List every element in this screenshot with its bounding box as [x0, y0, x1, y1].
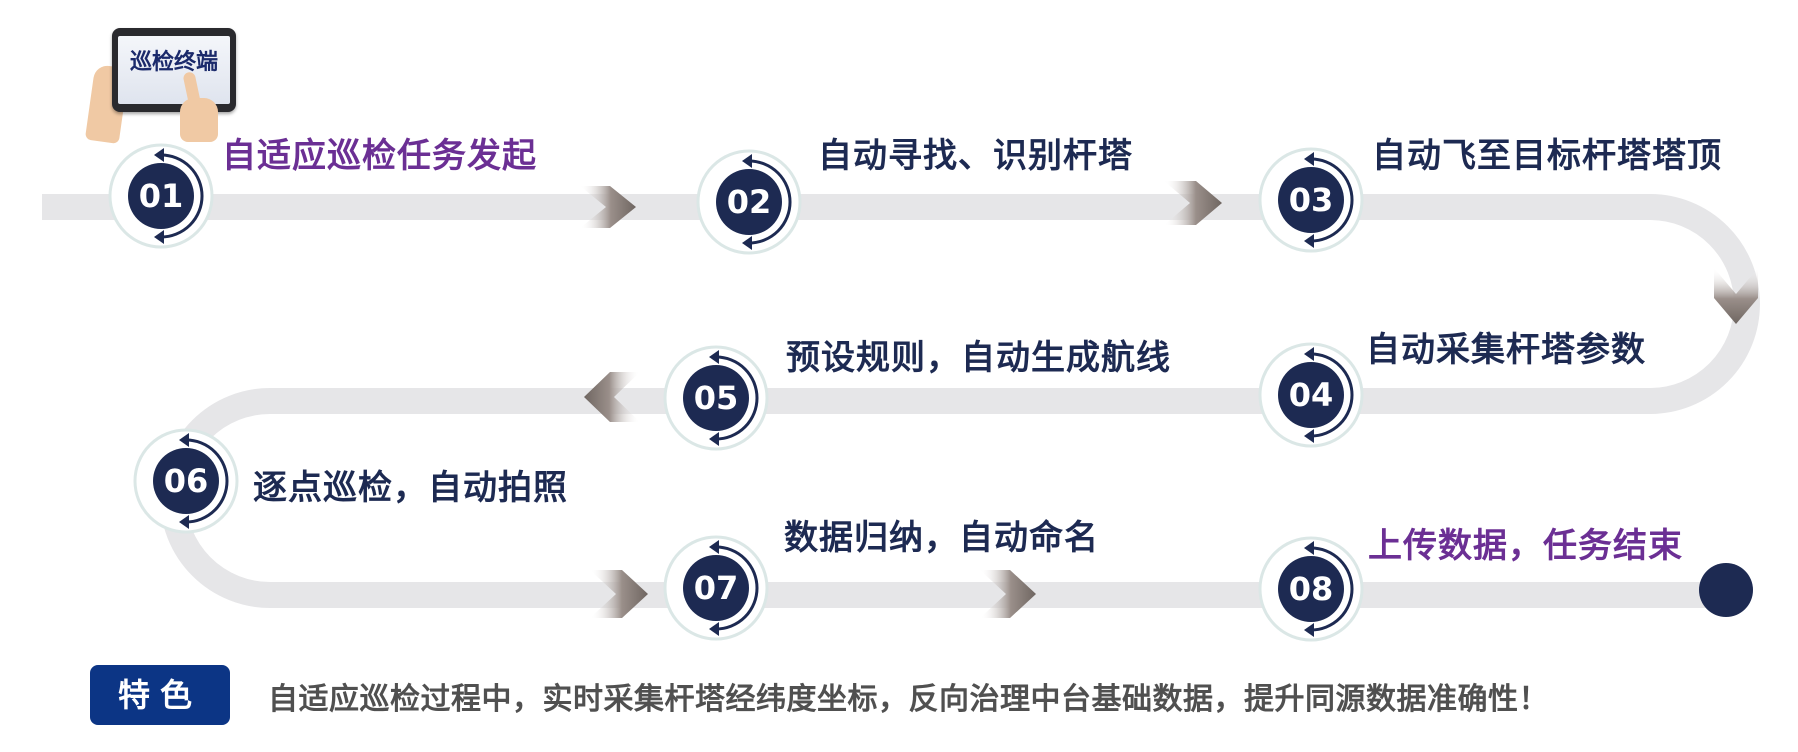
step-label-04: 自动采集杆塔参数 — [1366, 330, 1646, 370]
chevron-down-icon — [1714, 268, 1758, 324]
step-label-03: 自动飞至目标杆塔塔顶 — [1372, 136, 1722, 176]
step-number-06: 06 — [163, 462, 209, 500]
step-badge-06 — [133, 428, 239, 534]
step-number-04: 04 — [1288, 376, 1334, 414]
step-label-08: 上传数据，任务结束 — [1368, 526, 1683, 566]
chevron-right-icon — [1164, 181, 1222, 225]
track-path — [42, 194, 1760, 608]
step-badge-01 — [108, 143, 214, 249]
step-label-01: 自适应巡检任务发起 — [222, 136, 537, 176]
step-badge-02 — [696, 149, 802, 255]
tablet-screen: 巡检终端 — [118, 36, 230, 104]
step-number-03: 03 — [1288, 181, 1334, 219]
step-badge-05 — [663, 345, 769, 451]
step-number-05: 05 — [693, 379, 739, 417]
feature-tag: 特色 — [90, 665, 230, 725]
right-hand — [180, 98, 218, 142]
step-number-07: 07 — [693, 569, 739, 607]
chevron-right-icon — [980, 570, 1036, 618]
chevron-right-icon — [580, 186, 636, 228]
step-badge-08 — [1258, 536, 1364, 642]
chevron-left-icon — [584, 372, 640, 422]
step-label-05: 预设规则，自动生成航线 — [786, 338, 1171, 378]
step-badge-03 — [1258, 147, 1364, 253]
tablet-frame: 巡检终端 — [112, 28, 236, 112]
step-badge-07 — [663, 535, 769, 641]
end-dot — [1699, 563, 1753, 617]
tablet-illustration: 巡检终端 — [84, 28, 240, 144]
step-badge-04 — [1258, 342, 1364, 448]
feature-text: 自适应巡检过程中，实时采集杆塔经纬度坐标，反向治理中台基础数据，提升同源数据准确… — [268, 682, 1549, 717]
step-number-02: 02 — [726, 183, 772, 221]
chevron-right-icon — [590, 570, 648, 618]
step-label-02: 自动寻找、识别杆塔 — [818, 136, 1133, 176]
step-number-08: 08 — [1288, 570, 1334, 608]
tablet-screen-text: 巡检终端 — [129, 50, 218, 75]
step-label-06: 逐点巡检，自动拍照 — [253, 468, 568, 508]
step-number-01: 01 — [138, 177, 184, 215]
step-label-07: 数据归纳，自动命名 — [784, 518, 1099, 558]
